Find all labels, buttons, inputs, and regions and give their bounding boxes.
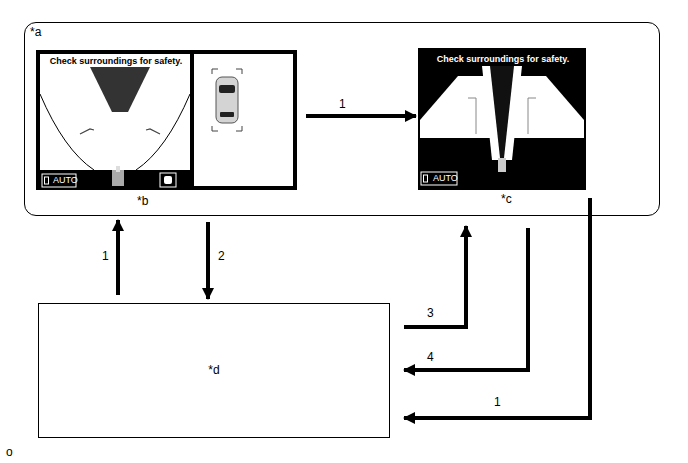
callout-number: 1 xyxy=(492,395,503,409)
flow-arrow xyxy=(404,198,590,418)
flow-arrow xyxy=(116,220,120,295)
screen-view: Check surroundings for safety. AUTO *c xyxy=(419,49,590,209)
screen-view: Check surroundings for safety. AUTO *b xyxy=(37,51,298,211)
flow-arrow xyxy=(306,114,416,118)
screen-text: Check surroundings for safety. xyxy=(41,56,191,66)
screen-text: AUTO xyxy=(53,175,78,185)
callout-label: *d xyxy=(39,364,389,378)
screen-text: Check surroundings for safety. xyxy=(419,54,587,64)
unit-box: *d xyxy=(38,303,390,438)
callout-number: 1 xyxy=(337,97,348,111)
callout-number: 1 xyxy=(100,249,111,263)
flow-arrow xyxy=(404,228,528,370)
callout-label: *c xyxy=(501,193,512,207)
flow-arrow xyxy=(404,226,466,327)
callout-number: 2 xyxy=(216,249,227,263)
callout-number: 3 xyxy=(425,306,436,320)
group-frame: *aCheck surroundings for safety.AUTO*bCh… xyxy=(24,22,660,216)
monitor-screen-b xyxy=(36,50,297,190)
corner-mark: o xyxy=(6,445,13,459)
monitor-screen-c xyxy=(418,48,586,190)
screen-text: AUTO xyxy=(433,173,458,183)
callout-number: 4 xyxy=(425,350,436,364)
callout-label: *a xyxy=(30,26,41,40)
callout-label: *b xyxy=(137,195,148,209)
flow-arrow xyxy=(206,222,210,299)
